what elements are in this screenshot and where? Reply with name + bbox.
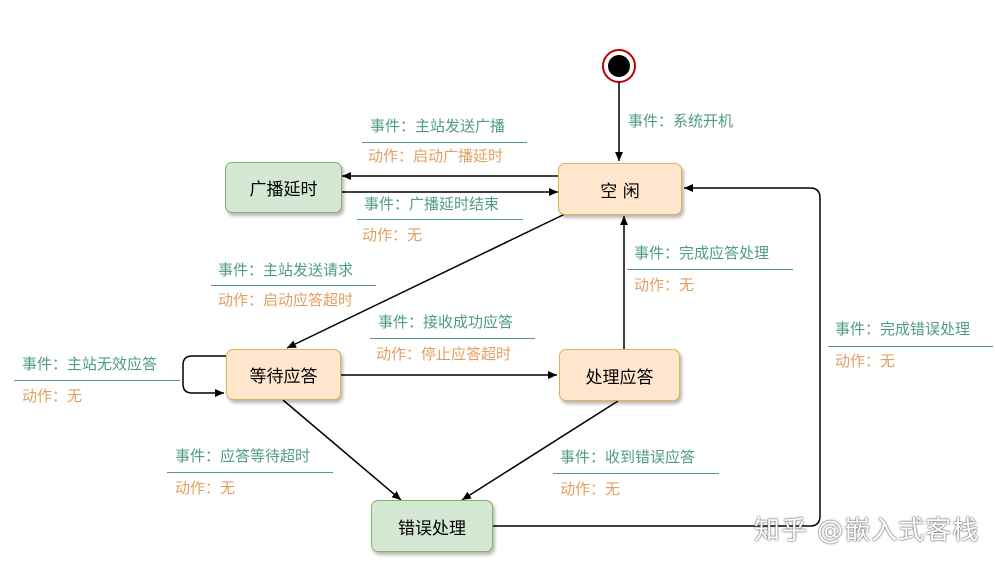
label-divider bbox=[828, 346, 993, 347]
state-idle: 空 闲 bbox=[558, 163, 682, 215]
label-request-action: 动作：启动应答超时 bbox=[218, 291, 354, 309]
label-divider bbox=[627, 269, 793, 270]
label-boot-event: 事件：系统开机 bbox=[628, 112, 734, 130]
state-idle-label: 空 闲 bbox=[600, 181, 640, 202]
label-success-event: 事件：接收成功应答 bbox=[378, 313, 514, 331]
label-divider bbox=[14, 380, 180, 381]
state-waiting-reply-label: 等待应答 bbox=[249, 367, 318, 387]
label-invalid-event: 事件：主站无效应答 bbox=[22, 355, 158, 373]
state-broadcast-delay: 广播延时 bbox=[225, 162, 342, 213]
edge-error-to-idle bbox=[493, 184, 821, 527]
label-divider bbox=[370, 338, 535, 339]
label-success-action: 动作：停止应答超时 bbox=[376, 345, 512, 363]
edge-waiting-to-error bbox=[282, 399, 402, 501]
label-broadcast-event: 事件：主站发送广播 bbox=[370, 117, 506, 135]
label-divider bbox=[357, 219, 523, 220]
label-done-action: 动作：无 bbox=[634, 276, 695, 294]
label-divider bbox=[362, 142, 527, 143]
label-delay-end-action: 动作：无 bbox=[362, 226, 423, 244]
edge-waiting-self-loop bbox=[182, 355, 226, 397]
label-done-event: 事件：完成应答处理 bbox=[634, 244, 770, 262]
edge-idle-to-waiting bbox=[286, 213, 566, 349]
state-error-handling: 错误处理 bbox=[371, 500, 493, 552]
state-processing-reply-label: 处理应答 bbox=[585, 367, 654, 388]
state-processing-reply: 处理应答 bbox=[559, 349, 680, 401]
label-error-reply-event: 事件：收到错误应答 bbox=[560, 448, 696, 466]
label-divider bbox=[167, 472, 333, 473]
label-invalid-action: 动作：无 bbox=[22, 387, 83, 405]
label-timeout-event: 事件：应答等待超时 bbox=[175, 447, 311, 465]
label-error-done-action: 动作：无 bbox=[835, 352, 896, 370]
state-broadcast-delay-label: 广播延时 bbox=[249, 180, 318, 200]
label-error-reply-action: 动作：无 bbox=[560, 480, 621, 498]
label-timeout-action: 动作：无 bbox=[175, 479, 236, 497]
label-divider bbox=[553, 473, 719, 474]
state-error-handling-label: 错误处理 bbox=[398, 518, 466, 539]
label-error-done-event: 事件：完成错误处理 bbox=[835, 320, 971, 338]
watermark: 知乎 @嵌入式客栈 bbox=[754, 516, 980, 546]
initial-state-icon bbox=[602, 49, 636, 83]
label-broadcast-action: 动作：启动广播延时 bbox=[368, 147, 504, 165]
edge-processing-to-error bbox=[461, 400, 619, 501]
state-waiting-reply: 等待应答 bbox=[226, 349, 341, 400]
label-request-event: 事件：主站发送请求 bbox=[218, 261, 354, 279]
label-delay-end-event: 事件：广播延时结束 bbox=[364, 195, 500, 213]
label-divider bbox=[211, 285, 376, 286]
